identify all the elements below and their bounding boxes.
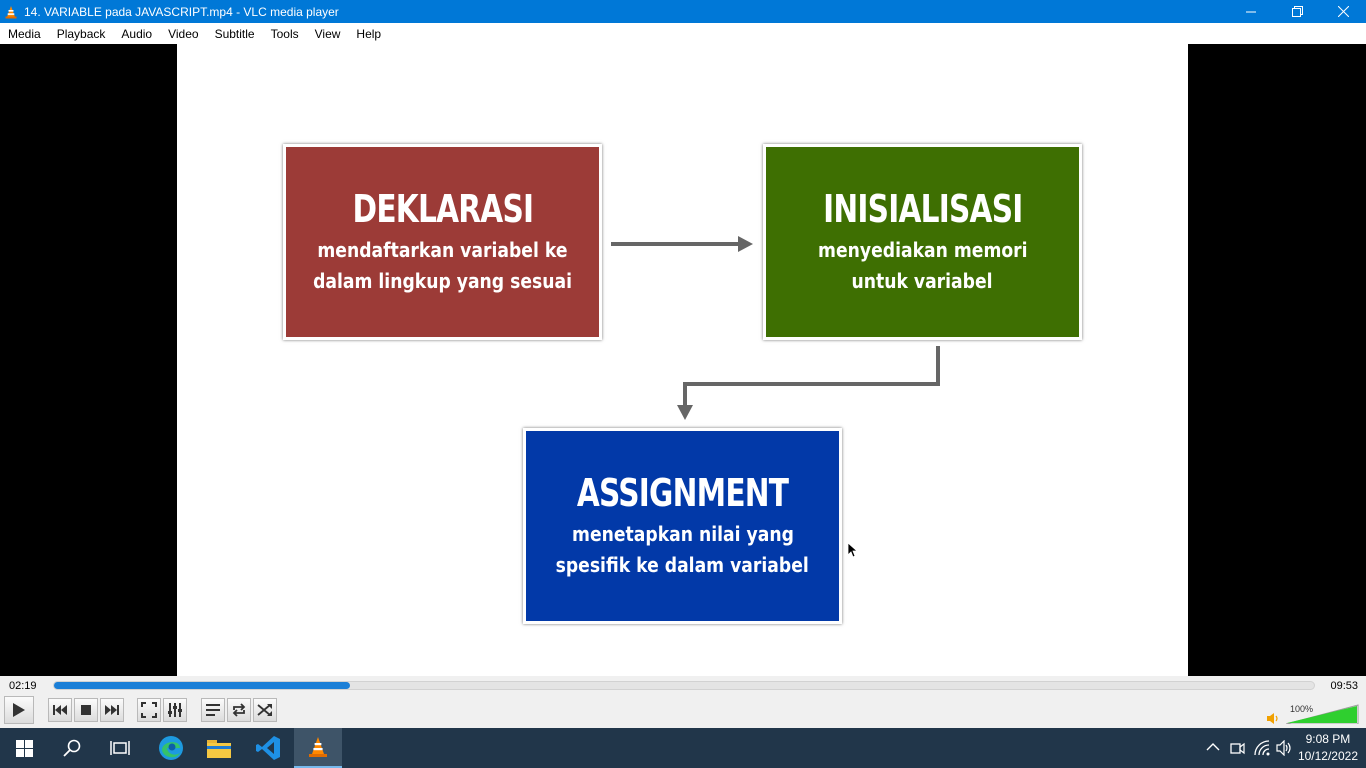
vlc-cone-icon [5, 5, 17, 18]
inisialisasi-desc-line1: menyediakan memori [817, 238, 1028, 262]
menu-audio[interactable]: Audio [121, 26, 153, 41]
seek-bar[interactable] [53, 681, 1315, 690]
window-title: 14. VARIABLE pada JAVASCRIPT.mp4 - VLC m… [24, 4, 339, 19]
deklarasi-box: DEKLARASI mendaftarkan variabel ke dalam… [283, 144, 602, 340]
vscode-taskbar-button[interactable] [244, 728, 292, 768]
folder-icon [207, 740, 231, 758]
clock-date: 10/12/2022 [1297, 749, 1358, 763]
control-bar: 100% [0, 696, 1366, 728]
previous-icon [53, 705, 67, 715]
menu-video[interactable]: Video [168, 26, 199, 41]
chevron-up-icon[interactable] [1206, 740, 1220, 754]
mouse-cursor-icon [848, 543, 858, 558]
speaker-icon[interactable] [1276, 740, 1293, 756]
close-button[interactable] [1320, 0, 1366, 23]
extended-settings-button[interactable] [163, 698, 187, 722]
stop-icon [81, 705, 91, 715]
arrow-deklarasi-to-inisialisasi [611, 236, 753, 252]
inisialisasi-desc-line2: untuk variabel [851, 269, 994, 293]
menu-view[interactable]: View [314, 26, 341, 41]
task-view-button[interactable] [96, 728, 144, 768]
arrow-inisialisasi-to-assignment [677, 346, 940, 420]
seek-bar-progress [54, 682, 351, 689]
restore-button[interactable] [1274, 0, 1320, 23]
restore-icon [1291, 6, 1303, 17]
play-icon [13, 703, 25, 717]
menu-help[interactable]: Help [356, 26, 382, 41]
minimize-icon [1246, 11, 1256, 12]
menu-media[interactable]: Media [8, 26, 41, 41]
video-area[interactable]: DEKLARASI mendaftarkan variabel ke dalam… [0, 44, 1366, 676]
close-icon [1337, 6, 1349, 17]
loop-icon [232, 703, 246, 717]
vlc-taskbar-button[interactable] [294, 728, 342, 768]
assignment-desc-line2: spesifik ke dalam variabel [555, 553, 810, 577]
shuffle-icon [257, 704, 272, 716]
minimize-button[interactable] [1228, 0, 1274, 23]
assignment-title: ASSIGNMENT [576, 471, 789, 515]
loop-button[interactable] [227, 698, 251, 722]
edge-icon [159, 736, 183, 760]
mute-speaker-icon[interactable] [1266, 712, 1280, 725]
start-button[interactable] [0, 728, 48, 768]
fullscreen-icon [141, 702, 157, 718]
taskbar-clock[interactable]: 9:08 PM 10/12/2022 [1298, 731, 1358, 765]
deklarasi-title: DEKLARASI [352, 187, 534, 231]
search-icon [63, 739, 81, 757]
next-button[interactable] [100, 698, 124, 722]
stop-button[interactable] [74, 698, 98, 722]
windows-logo-icon [15, 739, 33, 757]
file-explorer-taskbar-button[interactable] [195, 728, 243, 768]
playlist-button[interactable] [201, 698, 225, 722]
equalizer-icon [168, 703, 182, 717]
playlist-icon [206, 704, 220, 716]
assignment-desc-line1: menetapkan nilai yang [571, 522, 794, 546]
volume-percent: 100% [1290, 704, 1314, 714]
inisialisasi-title: INISIALISASI [822, 187, 1023, 231]
vlc-cone-icon [309, 737, 327, 757]
total-time: 09:53 [1330, 680, 1358, 692]
edge-taskbar-button[interactable] [147, 728, 195, 768]
network-icon[interactable] [1254, 740, 1270, 756]
deklarasi-desc-line2: dalam lingkup yang sesuai [313, 269, 572, 293]
shuffle-button[interactable] [253, 698, 277, 722]
menu-tools[interactable]: Tools [270, 26, 299, 41]
inisialisasi-box: INISIALISASI menyediakan memori untuk va… [763, 144, 1082, 340]
assignment-box: ASSIGNMENT menetapkan nilai yang spesifi… [523, 428, 842, 624]
next-icon [105, 705, 119, 715]
deklarasi-desc-line1: mendaftarkan variabel ke [317, 238, 568, 262]
task-view-icon [110, 741, 130, 755]
video-frame-slide: DEKLARASI mendaftarkan variabel ke dalam… [177, 44, 1188, 676]
play-button[interactable] [4, 696, 34, 724]
flow-arrows [611, 236, 940, 420]
fullscreen-button[interactable] [137, 698, 161, 722]
menu-subtitle[interactable]: Subtitle [214, 26, 255, 41]
clock-time: 9:08 PM [1305, 732, 1351, 746]
previous-button[interactable] [48, 698, 72, 722]
volume-slider[interactable] [1286, 704, 1360, 724]
vscode-icon [256, 736, 280, 760]
title-bar: 14. VARIABLE pada JAVASCRIPT.mp4 - VLC m… [0, 0, 1366, 23]
menu-bar: Media Playback Audio Video Subtitle Tool… [0, 23, 1366, 44]
menu-playback[interactable]: Playback [56, 26, 106, 41]
meet-now-icon[interactable] [1230, 740, 1246, 756]
windows-taskbar: 9:08 PM 10/12/2022 [0, 728, 1366, 768]
search-button[interactable] [48, 728, 96, 768]
seek-row: 02:19 09:53 [0, 676, 1366, 696]
elapsed-time: 02:19 [9, 680, 37, 692]
